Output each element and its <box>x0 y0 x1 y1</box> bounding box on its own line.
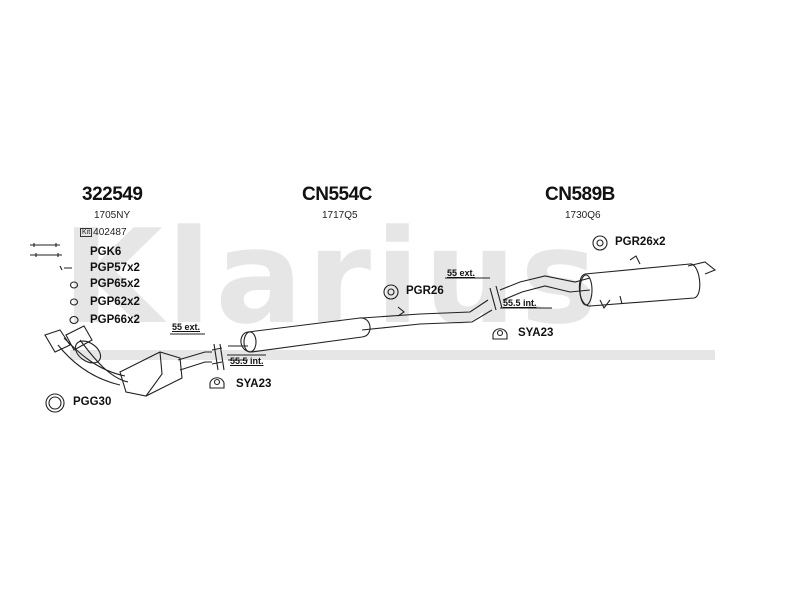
middle-silencer-drawing <box>228 277 493 361</box>
fitting-2: PGP65x2 <box>90 278 140 290</box>
sya23-right-label: SYA23 <box>518 327 554 339</box>
fitting-3: PGP62x2 <box>90 296 140 308</box>
pgr26-label: PGR26 <box>406 285 444 297</box>
watermark: Klarius <box>62 201 602 353</box>
mount-rubber-icon-left <box>209 377 225 389</box>
gasket-ring-icon <box>45 393 65 413</box>
rear-silencer-drawing <box>489 255 717 311</box>
front-part-number: 322549 <box>82 184 143 205</box>
right-ext-dim: 55 ext. <box>447 268 476 278</box>
left-ext-dim: 55 ext. <box>172 322 201 332</box>
watermark-bar <box>70 350 715 360</box>
hanger-icon-pgr26 <box>383 284 399 300</box>
pgg30-label: PGG30 <box>73 396 112 408</box>
rear-ref: 1730Q6 <box>565 210 601 221</box>
kit-number: 402487 <box>93 227 127 238</box>
front-pipe-drawing <box>44 325 266 397</box>
middle-ref: 1717Q5 <box>322 210 358 221</box>
right-int-dim: 55.5 int. <box>503 298 537 308</box>
middle-part-number: CN554C <box>302 184 372 205</box>
mount-rubber-icon-right <box>492 328 508 340</box>
front-ref: 1705NY <box>94 210 131 221</box>
hanger-icon-pgr26x2 <box>592 235 608 251</box>
sya23-left-label: SYA23 <box>236 378 272 390</box>
pgr26x2-label: PGR26x2 <box>615 236 666 248</box>
fitting-4: PGP66x2 <box>90 314 140 326</box>
kit-label: Kit <box>80 228 93 237</box>
rear-part-number: CN589B <box>545 184 615 205</box>
fitting-1: PGP57x2 <box>90 262 140 274</box>
left-int-dim: 55.5 int. <box>230 356 264 366</box>
fitting-0: PGK6 <box>90 246 122 258</box>
fitting-glyphs <box>30 243 79 325</box>
